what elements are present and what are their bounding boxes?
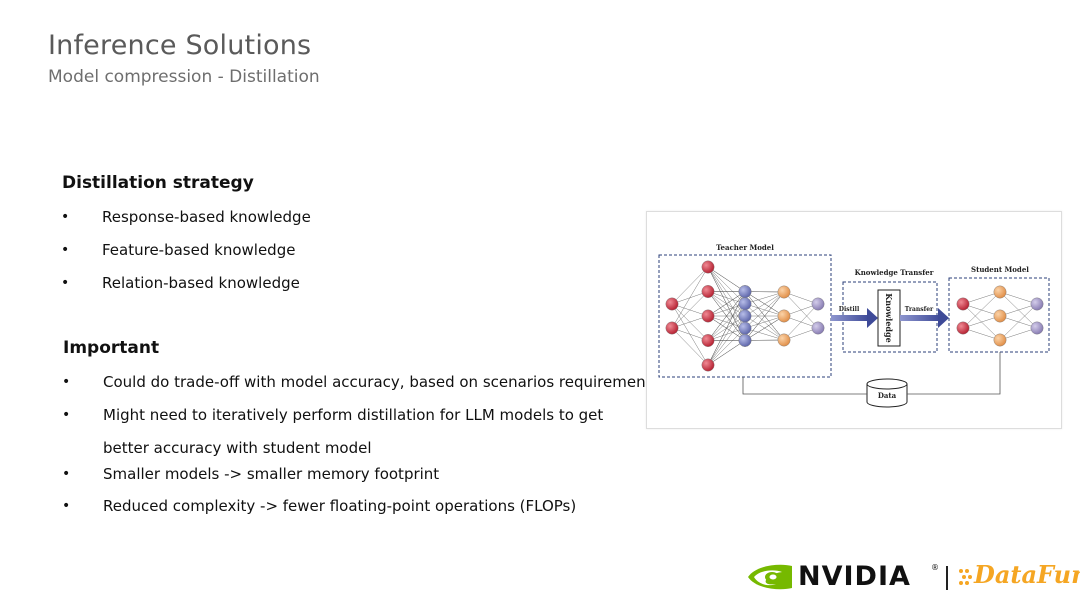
teacher-node <box>701 309 715 323</box>
data-label: Data <box>878 391 897 400</box>
important-list: Could do trade-off with model accuracy, … <box>62 372 659 529</box>
student-node <box>956 297 970 311</box>
teacher-node <box>665 297 679 311</box>
strategy-heading: Distillation strategy <box>62 173 254 193</box>
teacher-edge <box>671 291 709 329</box>
student-edge <box>962 315 1001 329</box>
strategy-list: Response-based knowledge Feature-based k… <box>61 207 311 306</box>
teacher-edge <box>671 303 709 341</box>
teacher-node <box>811 297 825 311</box>
student-network-nodes <box>956 285 1044 347</box>
slide-title: Inference Solutions <box>48 30 312 61</box>
student-network-edges <box>962 291 1038 341</box>
distill-arrow-head <box>867 308 878 328</box>
teacher-edge <box>707 303 746 341</box>
student-edge <box>962 291 1001 329</box>
important-item-tradeoff: Could do trade-off with model accuracy, … <box>62 372 659 405</box>
teacher-node <box>701 358 715 372</box>
student-node <box>993 309 1007 323</box>
teacher-node <box>665 321 679 335</box>
teacher-edge <box>671 266 709 305</box>
teacher-node <box>701 260 715 274</box>
teacher-network-nodes <box>665 260 825 372</box>
teacher-edge <box>744 291 785 341</box>
data-to-teacher-line <box>742 377 867 395</box>
teacher-edge <box>744 291 785 329</box>
teacher-node <box>777 333 791 347</box>
student-edge <box>999 303 1038 317</box>
registered-mark-icon: ® <box>931 563 939 572</box>
distill-arrow-shaft <box>831 315 869 321</box>
student-edge <box>962 291 1001 305</box>
knowledge-box-label: Knowledge <box>884 293 894 342</box>
important-item-memory: Smaller models -> smaller memory footpri… <box>62 464 659 497</box>
strategy-item-response: Response-based knowledge <box>61 207 311 240</box>
student-node <box>1030 321 1044 335</box>
teacher-edge <box>671 327 709 366</box>
logo-separator <box>946 566 948 590</box>
student-edge <box>999 291 1038 305</box>
transfer-label: Transfer <box>905 306 934 313</box>
distill-label: Distill <box>839 306 860 313</box>
teacher-edge <box>744 291 785 341</box>
teacher-edge <box>744 291 785 304</box>
teacher-edge <box>707 266 746 304</box>
distillation-diagram: Teacher Model Knowledge Transfer Student… <box>646 211 1062 429</box>
transfer-arrow-shaft <box>900 315 940 321</box>
teacher-node <box>738 333 752 347</box>
student-edge <box>962 327 1001 341</box>
student-node <box>1030 297 1044 311</box>
knowledge-transfer-label: Knowledge Transfer <box>855 268 934 277</box>
important-item-flops: Reduced complexity -> fewer floating-poi… <box>62 496 659 529</box>
teacher-node <box>738 297 752 311</box>
teacher-edge <box>707 291 746 317</box>
strategy-item-feature: Feature-based knowledge <box>61 240 311 273</box>
student-model-box <box>948 277 1050 353</box>
data-to-student-line <box>907 352 1001 395</box>
student-edge <box>999 303 1038 341</box>
teacher-edge <box>707 266 746 292</box>
teacher-edge <box>744 315 785 341</box>
teacher-edge <box>707 328 746 366</box>
student-model-label: Student Model <box>971 265 1029 274</box>
student-edge <box>999 327 1038 341</box>
strategy-item-relation: Relation-based knowledge <box>61 273 311 306</box>
teacher-edge <box>744 291 785 317</box>
student-node <box>993 333 1007 347</box>
teacher-edge <box>707 315 746 366</box>
teacher-edge <box>707 303 746 366</box>
distillation-diagram-svg: Teacher Model Knowledge Transfer Student… <box>658 243 1050 408</box>
teacher-node <box>811 321 825 335</box>
slide-subtitle: Model compression - Distillation <box>48 67 320 87</box>
important-item-iterative: Might need to iteratively perform distil… <box>62 399 648 464</box>
important-heading: Important <box>63 338 160 358</box>
teacher-node <box>738 309 752 323</box>
student-node <box>956 321 970 335</box>
teacher-edge <box>744 328 785 341</box>
teacher-node <box>738 285 752 299</box>
teacher-edge <box>707 303 746 317</box>
footer-logos: NVIDIA ® DataFun. <box>740 558 1080 598</box>
teacher-model-label: Teacher Model <box>716 243 774 252</box>
teacher-edge <box>671 303 709 366</box>
teacher-edge <box>707 340 746 366</box>
teacher-node <box>701 334 715 347</box>
nvidia-wordmark: NVIDIA <box>798 561 911 592</box>
data-cylinder <box>866 378 908 408</box>
teacher-edge <box>707 291 746 341</box>
student-node <box>993 285 1007 299</box>
transfer-arrow-head <box>938 308 949 328</box>
nvidia-eye-icon <box>748 564 792 590</box>
teacher-edge <box>707 291 746 304</box>
teacher-edge <box>783 303 819 341</box>
teacher-edge <box>744 315 785 329</box>
datafun-dots-icon <box>959 569 972 585</box>
teacher-node <box>777 285 791 299</box>
teacher-node <box>701 285 715 298</box>
teacher-node <box>777 309 791 323</box>
datafun-wordmark: DataFun. <box>974 560 1080 589</box>
teacher-edge <box>671 266 709 329</box>
teacher-node <box>738 321 752 335</box>
